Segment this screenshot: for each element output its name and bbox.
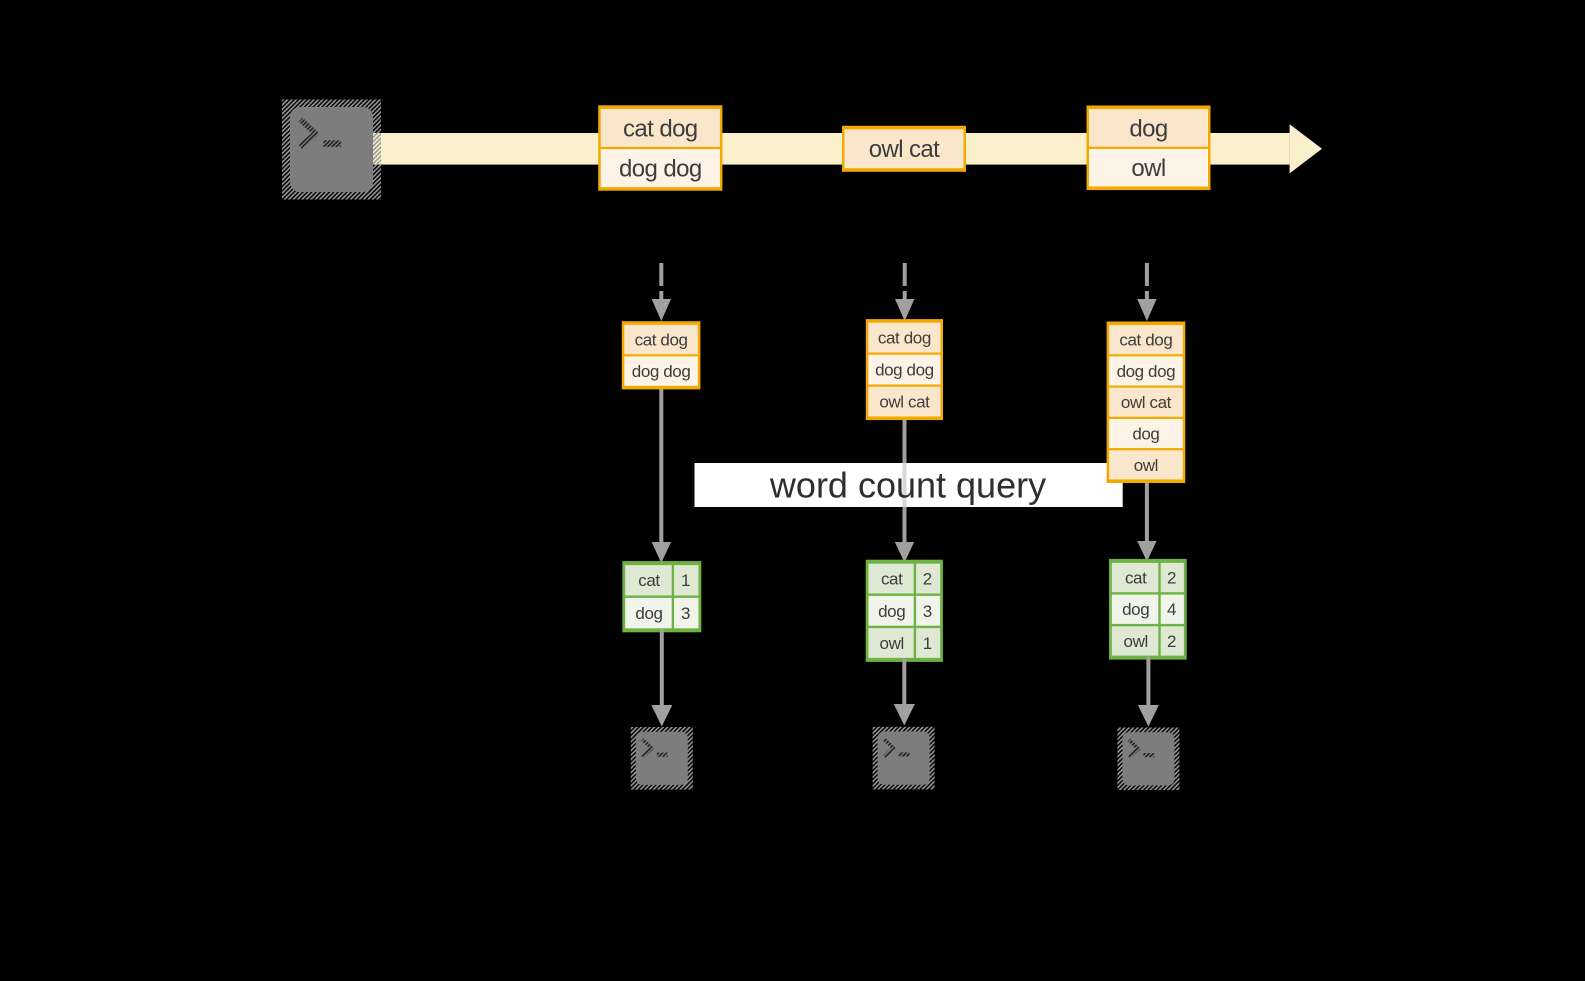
svg-text:dog dog: dog dog [1117,362,1176,381]
svg-text:cat dog: cat dog [878,329,931,348]
svg-text:cat dog: cat dog [635,330,688,349]
svg-text:3: 3 [681,604,690,623]
svg-text:owl cat: owl cat [869,136,940,163]
svg-text:owl: owl [1124,632,1148,651]
svg-text:4: 4 [1167,600,1176,619]
svg-text:cat: cat [638,571,660,590]
svg-text:owl: owl [880,634,904,653]
svg-text:1: 1 [681,571,690,590]
svg-text:dog: dog [1132,425,1159,444]
svg-text:word count query: word count query [769,465,1046,506]
svg-text:2: 2 [923,570,932,589]
svg-text:2: 2 [1167,569,1176,588]
svg-text:dog: dog [1129,115,1167,142]
svg-text:dog dog: dog dog [875,361,934,380]
svg-text:1: 1 [923,634,932,653]
svg-text:cat: cat [881,570,903,589]
svg-text:owl: owl [1134,456,1158,475]
svg-text:dog dog: dog dog [619,156,702,183]
svg-text:owl cat: owl cat [1121,393,1172,412]
svg-text:owl: owl [1131,155,1165,182]
svg-text:dog: dog [878,602,905,621]
svg-text:cat: cat [1125,569,1147,588]
svg-text:owl cat: owl cat [879,393,930,412]
svg-text:dog: dog [635,604,662,623]
svg-text:dog dog: dog dog [632,362,691,381]
svg-text:3: 3 [923,602,932,621]
svg-text:cat dog: cat dog [1119,331,1172,350]
svg-text:dog: dog [1122,600,1149,619]
svg-text:cat dog: cat dog [623,115,698,142]
svg-text:2: 2 [1167,632,1176,651]
